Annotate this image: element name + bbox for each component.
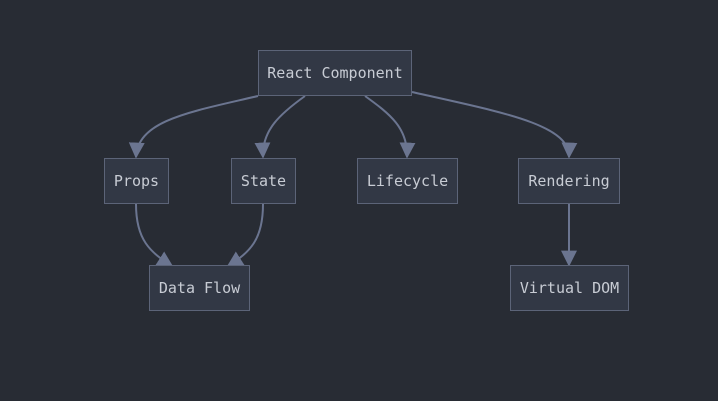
node-virtual-dom-label: Virtual DOM: [519, 279, 620, 297]
edge-state-to-data-flow: [226, 203, 264, 267]
node-props-label: Props: [113, 172, 160, 190]
node-state-label: State: [240, 172, 287, 190]
edge-props-to-data-flow: [135, 203, 174, 267]
edge-react-component-to-rendering: [411, 91, 578, 159]
node-state[interactable]: State: [231, 158, 296, 204]
edge-react-component-to-props: [128, 95, 259, 159]
node-react-component-label: React Component: [267, 64, 403, 82]
node-rendering[interactable]: Rendering: [518, 158, 620, 204]
node-react-component[interactable]: React Component: [258, 50, 412, 96]
node-lifecycle-label: Lifecycle: [366, 172, 449, 190]
node-lifecycle[interactable]: Lifecycle: [357, 158, 458, 204]
node-props[interactable]: Props: [104, 158, 169, 204]
node-data-flow[interactable]: Data Flow: [149, 265, 250, 311]
edge-react-component-to-state: [254, 95, 306, 159]
node-virtual-dom[interactable]: Virtual DOM: [510, 265, 629, 311]
node-data-flow-label: Data Flow: [158, 279, 241, 297]
edge-react-component-to-lifecycle: [364, 95, 416, 159]
node-rendering-label: Rendering: [528, 172, 610, 190]
